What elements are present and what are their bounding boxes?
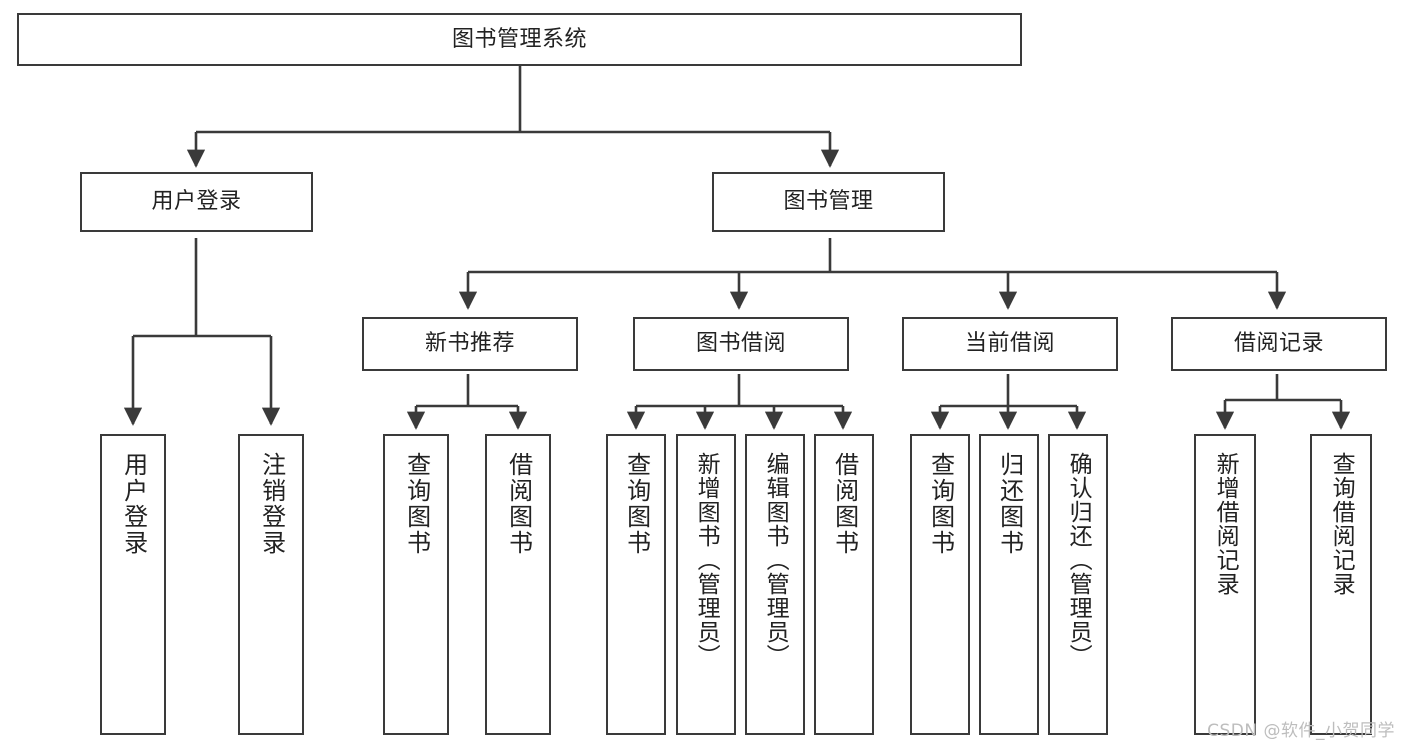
leaf-add-borrow-record-label: 新增借阅记录 — [1212, 452, 1239, 596]
leaf-borrow-query-book[interactable]: 查询图书 — [606, 434, 666, 735]
leaf-new-book-borrow-label: 借阅图书 — [504, 452, 533, 556]
leaf-add-book-admin-label: 新增图书（管理员） — [693, 452, 720, 668]
leaf-user-login-label: 用户登录 — [119, 452, 148, 556]
leaf-add-borrow-record[interactable]: 新增借阅记录 — [1194, 434, 1256, 735]
leaf-query-borrow-record-label: 查询借阅记录 — [1328, 452, 1355, 596]
node-new-book-recommend[interactable]: 新书推荐 — [362, 317, 578, 371]
node-root-system-label: 图书管理系统 — [451, 26, 587, 52]
leaf-logout-label: 注销登录 — [257, 452, 286, 556]
node-current-borrow-label: 当前借阅 — [964, 331, 1055, 357]
leaf-edit-book-admin-label: 编辑图书（管理员） — [762, 452, 789, 668]
node-borrow-records[interactable]: 借阅记录 — [1171, 317, 1387, 371]
node-borrow-records-label: 借阅记录 — [1233, 331, 1324, 357]
watermark-text: CSDN @软件_小贺同学 — [1207, 721, 1395, 741]
node-book-borrow[interactable]: 图书借阅 — [633, 317, 849, 371]
leaf-add-book-admin[interactable]: 新增图书（管理员） — [676, 434, 736, 735]
leaf-logout[interactable]: 注销登录 — [238, 434, 304, 735]
node-book-management-label: 图书管理 — [783, 189, 874, 215]
leaf-new-book-query[interactable]: 查询图书 — [383, 434, 449, 735]
node-current-borrow[interactable]: 当前借阅 — [902, 317, 1118, 371]
leaf-new-book-borrow[interactable]: 借阅图书 — [485, 434, 551, 735]
leaf-return-book-label: 归还图书 — [995, 452, 1024, 556]
leaf-borrow-query-book-label: 查询图书 — [622, 452, 651, 556]
leaf-query-borrow-record[interactable]: 查询借阅记录 — [1310, 434, 1372, 735]
leaf-user-login[interactable]: 用户登录 — [100, 434, 166, 735]
node-user-login-label: 用户登录 — [151, 189, 242, 215]
leaf-borrow-book-label: 借阅图书 — [830, 452, 859, 556]
leaf-new-book-query-label: 查询图书 — [402, 452, 431, 556]
node-book-management[interactable]: 图书管理 — [712, 172, 945, 232]
leaf-current-query-book[interactable]: 查询图书 — [910, 434, 970, 735]
node-root-system[interactable]: 图书管理系统 — [17, 13, 1022, 66]
leaf-edit-book-admin[interactable]: 编辑图书（管理员） — [745, 434, 805, 735]
leaf-return-book[interactable]: 归还图书 — [979, 434, 1039, 735]
node-new-book-recommend-label: 新书推荐 — [424, 331, 515, 357]
leaf-current-query-book-label: 查询图书 — [926, 452, 955, 556]
leaf-confirm-return-admin[interactable]: 确认归还（管理员） — [1048, 434, 1108, 735]
leaf-borrow-book[interactable]: 借阅图书 — [814, 434, 874, 735]
leaf-confirm-return-admin-label: 确认归还（管理员） — [1065, 452, 1092, 668]
node-user-login[interactable]: 用户登录 — [80, 172, 313, 232]
node-book-borrow-label: 图书借阅 — [695, 331, 786, 357]
